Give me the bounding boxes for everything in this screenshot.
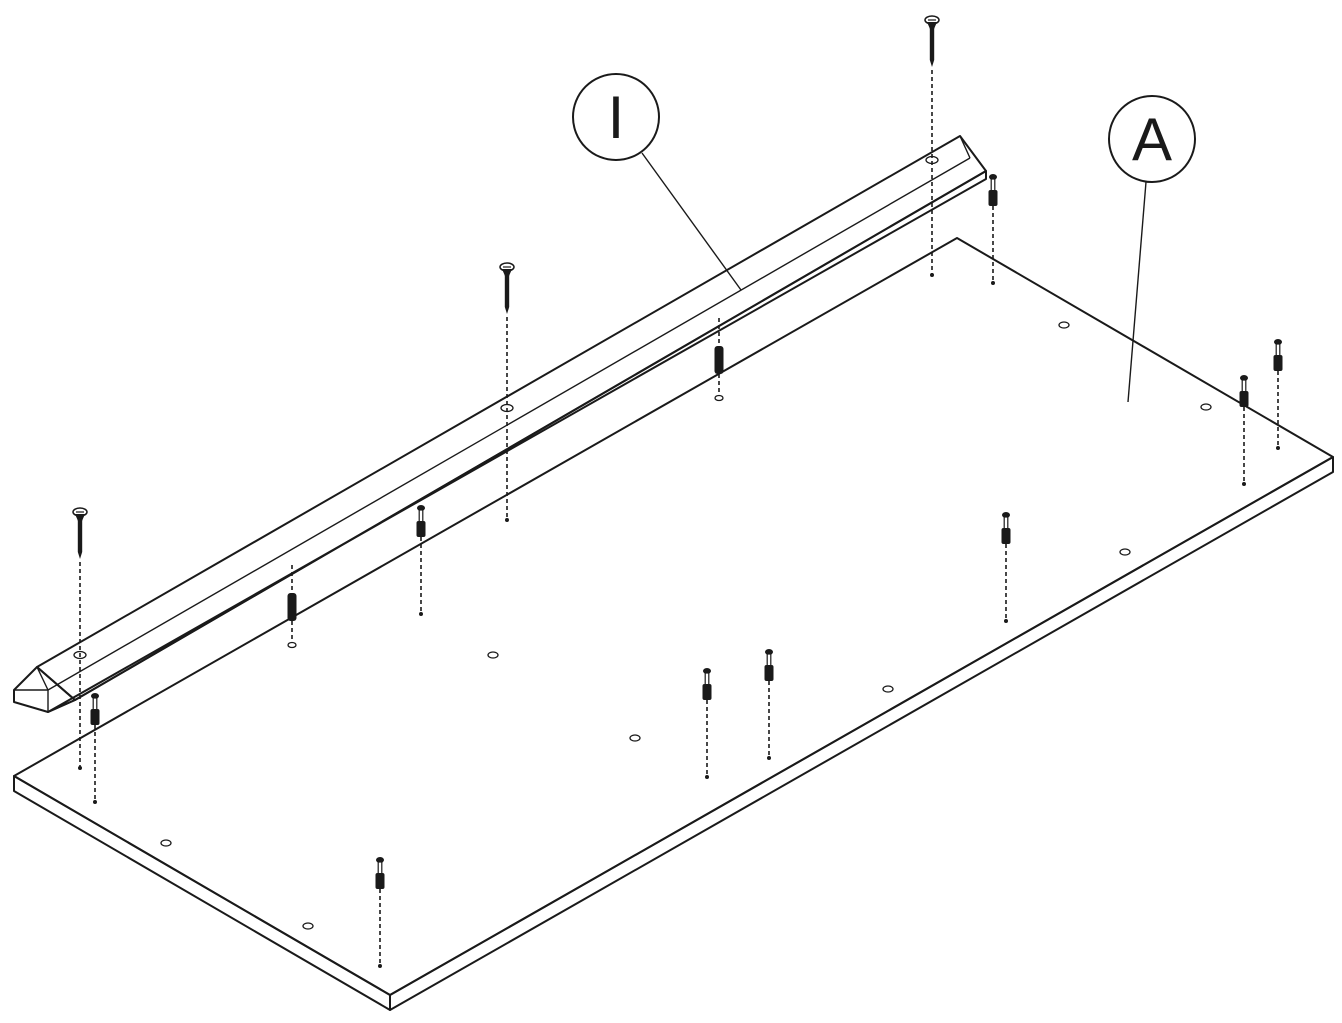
- screw-icon: [499, 262, 515, 522]
- callout-label-i: I: [608, 84, 625, 151]
- cam-bolt-icon: [1238, 374, 1250, 486]
- callout-panel: A: [1108, 95, 1196, 403]
- screw-icon: [72, 507, 88, 770]
- cam-bolt-icon: [701, 667, 713, 779]
- rail-i: [13, 135, 987, 713]
- screw-icon: [924, 15, 940, 277]
- cam-bolt-icon: [415, 504, 427, 616]
- callout-rail: I: [572, 73, 742, 291]
- cam-bolt-icon: [374, 856, 386, 968]
- panel-holes: [160, 321, 1212, 930]
- dowel-icon: [714, 318, 724, 402]
- cam-bolt-icon: [763, 648, 775, 760]
- cam-bolt-icon: [1272, 338, 1284, 450]
- dowel-icon: [287, 565, 297, 649]
- panel-a: [13, 237, 1334, 1011]
- cam-bolt-icon: [987, 173, 999, 285]
- cam-bolt-icon: [1000, 511, 1012, 623]
- cam-bolt-icon: [89, 692, 101, 804]
- callout-label-a: A: [1132, 106, 1172, 173]
